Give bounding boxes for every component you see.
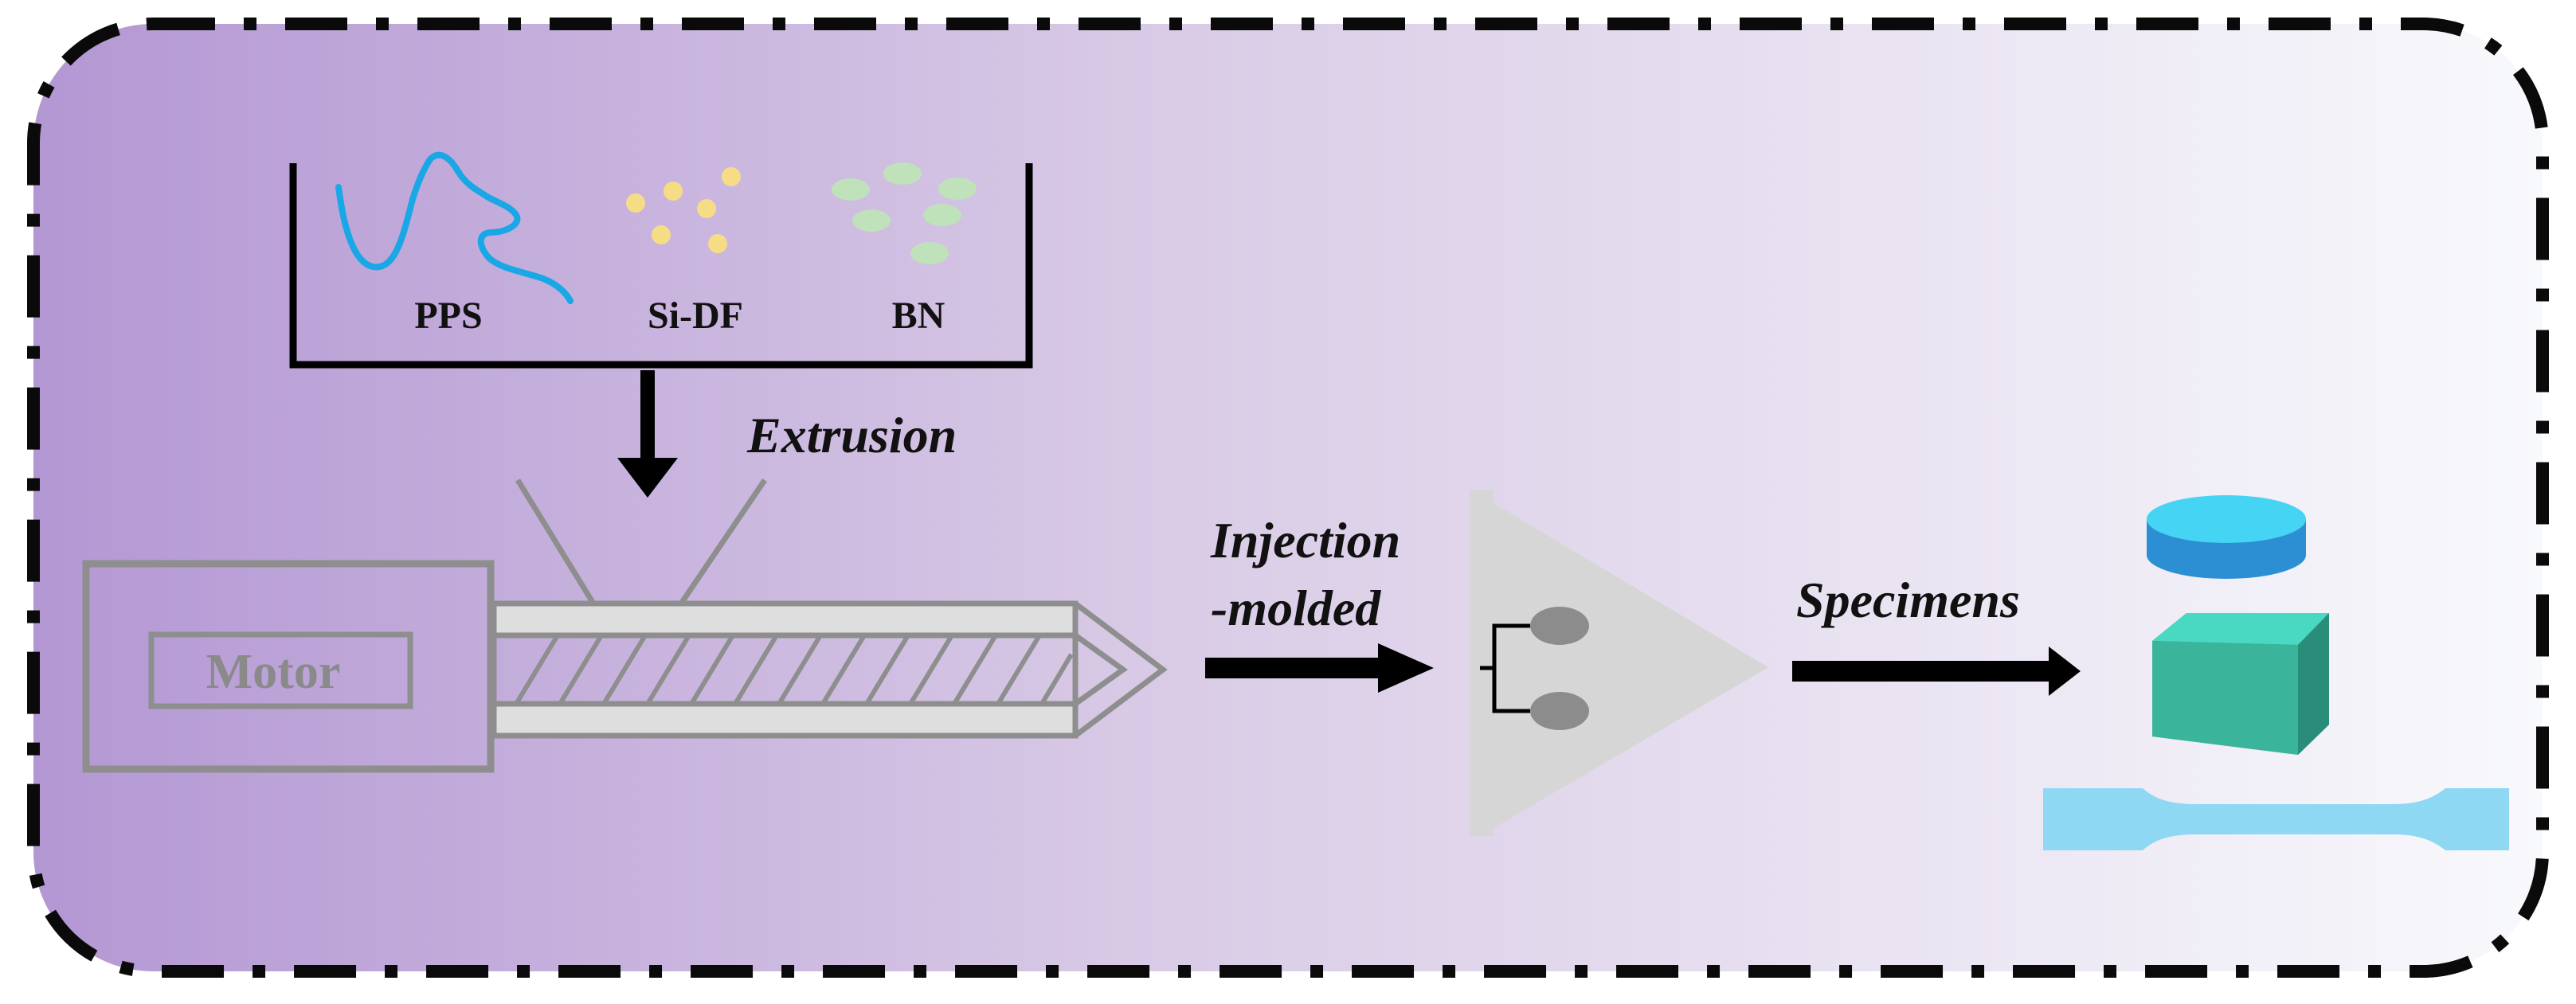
- mold: [1470, 490, 1768, 836]
- hopper-label-bn: BN: [892, 295, 945, 337]
- barrel-top: [491, 600, 1079, 639]
- hopper-label-pps: PPS: [414, 295, 482, 337]
- flakes-icon: [832, 162, 977, 264]
- motor-housing: [82, 560, 495, 773]
- mold-runner: [1480, 623, 1530, 713]
- barrel-bottom: [491, 701, 1079, 739]
- hopper-outline: [289, 163, 1033, 369]
- specimens-arrow: [1792, 647, 2081, 696]
- polymer-chain-icon: [335, 151, 574, 304]
- motor-label: Motor: [206, 645, 341, 699]
- mold-cavity-top: [1530, 607, 1589, 645]
- extrusion-label: Extrusion: [746, 407, 957, 463]
- injection-arrow: [1205, 643, 1434, 693]
- feed-funnel-left: [515, 479, 596, 605]
- injection-label-line1: Injection: [1210, 512, 1400, 568]
- feed-funnel-right: [679, 479, 767, 605]
- disc-specimen: [2147, 495, 2306, 579]
- screw-threads: [514, 634, 1074, 705]
- motor-box: [148, 631, 413, 709]
- specimens-label: Specimens: [1796, 572, 2020, 628]
- feed-arrow: [617, 370, 678, 498]
- specimens: [2043, 495, 2509, 850]
- mold-cavity-bottom: [1530, 692, 1589, 730]
- block-specimen: [2152, 613, 2329, 755]
- nozzle: [1073, 601, 1168, 738]
- dogbone-specimen: [2043, 788, 2509, 850]
- particles-icon: [626, 167, 741, 253]
- hopper-label-si-df: Si-DF: [648, 295, 743, 337]
- mold-body: [1470, 490, 1768, 836]
- panel-border: [27, 18, 2549, 978]
- extruder: Motor: [82, 479, 1168, 773]
- hopper: PPS Si-DF BN: [289, 151, 1033, 369]
- injection-label-line2: -molded: [1211, 580, 1381, 636]
